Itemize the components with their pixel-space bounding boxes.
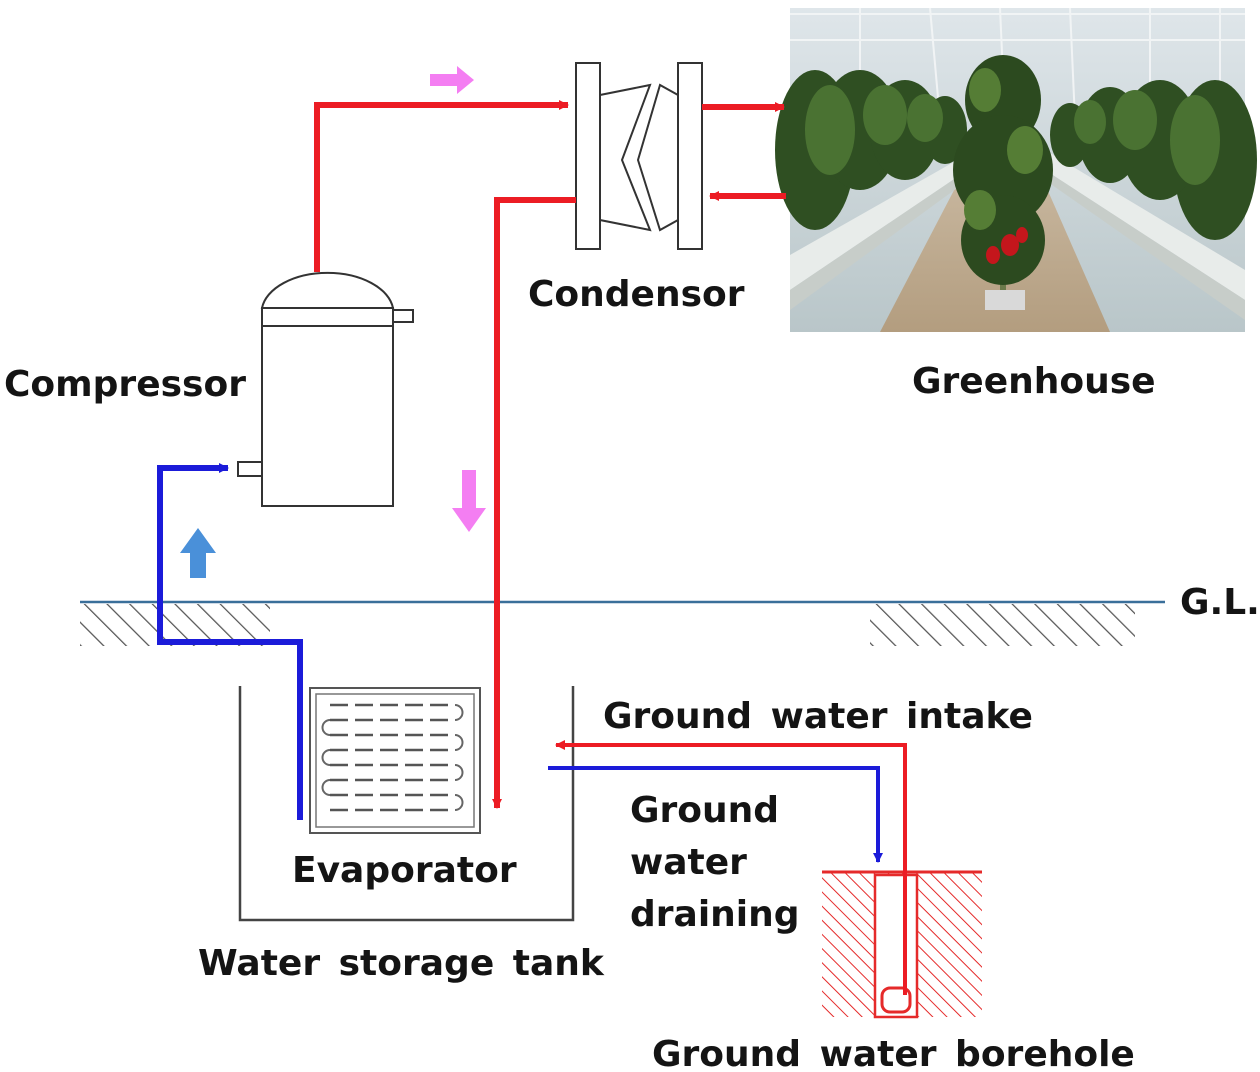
pipe-condenser-to-evaporator: [492, 197, 576, 809]
condenser-unit: [575, 62, 703, 250]
label-greenhouse: Greenhouse: [912, 361, 1156, 402]
label-ground-water-draining-line-3: draining: [630, 894, 800, 935]
label-ground-level: G.L.: [1180, 582, 1260, 623]
label-condensor: Condensor: [528, 274, 745, 315]
pipe-evaporator-to-compressor: [157, 463, 303, 820]
flow-arrow-down-icon: [452, 470, 486, 532]
ground-water-borehole-well: [822, 870, 982, 1019]
ground-hatch-right: [870, 604, 1135, 646]
flow-arrow-right-icon: [430, 66, 474, 94]
pipe-ground-water-intake: [555, 740, 907, 995]
label-ground-water-draining-line-2: water: [630, 842, 747, 883]
label-evaporator: Evaporator: [292, 850, 517, 891]
flow-arrow-up-icon: [180, 528, 216, 578]
label-ground-water-intake: Ground water intake: [603, 696, 1033, 737]
pipe-ground-water-draining: [548, 766, 883, 863]
evaporator-coil: [309, 687, 481, 834]
water-storage-tank: [238, 686, 575, 922]
label-ground-water-draining-line-1: Ground: [630, 790, 779, 831]
greenhouse-photo: [775, 7, 1257, 332]
label-ground-water-borehole: Ground water borehole: [652, 1034, 1135, 1072]
pipe-compressor-to-condenser: [314, 100, 569, 272]
label-water-storage-tank: Water storage tank: [198, 943, 605, 984]
label-compressor: Compressor: [4, 364, 246, 405]
compressor-unit: [237, 271, 414, 507]
